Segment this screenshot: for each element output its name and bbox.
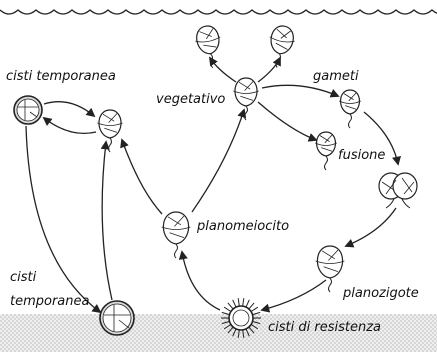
cell-gamete-lower [315, 132, 337, 170]
arrow-cyst-to-planomeiocyte [182, 252, 220, 310]
arrow-veg-to-right [258, 58, 280, 82]
arrow-veg-to-left [210, 58, 236, 82]
label-fusione: fusione [338, 148, 385, 163]
cell-vegetative-top-right [265, 24, 297, 70]
cell-fusion [379, 173, 417, 208]
arrow-fusion-to-planozygote [346, 208, 396, 246]
cell-vegetative-center [233, 78, 258, 120]
arrow-to-gameti [262, 85, 338, 96]
label-cisti: cisti [10, 270, 37, 285]
cell-germinated-top [97, 110, 122, 152]
cell-planomeiocyte [162, 212, 191, 258]
arrow-topcyst-to-bottom [26, 126, 100, 312]
label-planomeiocito: planomeiocito [196, 219, 289, 234]
label-temporanea: temporanea [10, 294, 90, 309]
label-gameti: gameti [313, 69, 359, 84]
label-cisti-temporanea-top: cisti temporanea [6, 69, 116, 84]
arrow-to-gamete-lower [258, 102, 316, 140]
label-planozigote: planozigote [342, 286, 419, 301]
arrow-cell-to-cyst [44, 118, 96, 133]
water-surface-line [0, 10, 437, 14]
cell-temporary-cyst-top [14, 96, 42, 124]
arrow-cyst-to-cell [44, 102, 94, 116]
label-cisti-di-resistenza: cisti di resistenza [268, 320, 381, 335]
cell-vegetative-top-left [193, 24, 225, 70]
label-vegetativo: vegetativo [156, 92, 225, 107]
cell-gamete-upper [339, 90, 361, 128]
arrow-bottomcyst-to-top [102, 142, 112, 300]
arrow-planozygote-to-cyst [262, 280, 326, 310]
arrow-planomeiocyte-to-veg [192, 110, 244, 212]
cell-temporary-cyst-bottom [100, 301, 134, 335]
arrow-planomeiocyte-to-top [122, 140, 162, 214]
